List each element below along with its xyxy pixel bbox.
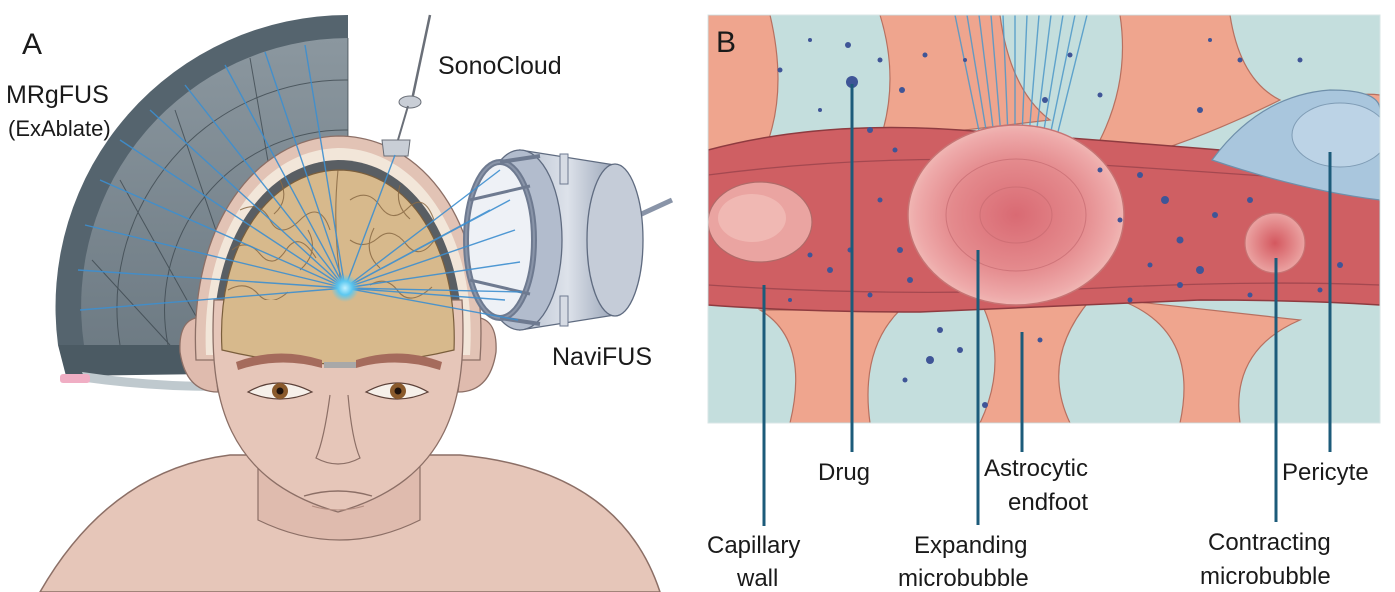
drug-particle [1137,172,1143,178]
blood-brain-barrier-illustration [708,15,1388,423]
helmet-pad-icon [60,374,90,383]
astrocytic-endfoot-label: Astrocytic [984,455,1088,482]
drug-particle [1161,196,1169,204]
navifus-label: NaviFUS [552,343,652,371]
panel-a-letter: A [22,28,42,61]
capillary-wall-label: Capillary [707,532,800,559]
drug-particle [963,58,967,62]
drug-particle [868,293,873,298]
panel-b: B Capillary wall Drug Astrocytic endfoot… [707,15,1388,592]
drug-particle [1247,197,1253,203]
drug-particle [808,38,812,42]
drug-particle [878,198,883,203]
drug-particle [1238,58,1243,63]
drug-particle [907,277,913,283]
mrgfus-label: MRgFUS [6,81,109,109]
panel-a: A MRgFUS (ExAblate) SonoCloud NaviFUS [6,15,672,592]
drug-particle [1212,212,1218,218]
drug-particle [926,356,934,364]
drug-particle [1298,58,1303,63]
drug-particle [899,87,905,93]
expanding-microbubble [908,125,1124,305]
drug-particle [1196,266,1204,274]
drug-particle [1197,107,1203,113]
drug-particle [1177,237,1184,244]
contracting-microbubble-label: Contracting [1208,529,1331,556]
drug-particle [808,253,813,258]
contracting-microbubble-label-line2: microbubble [1200,563,1331,590]
capillary-wall-label-line2: wall [736,565,778,592]
drug-particle [1098,93,1103,98]
drug-particle [903,378,908,383]
drug-particle [1098,168,1103,173]
drug-particle [1038,338,1043,343]
drug-particle [1148,263,1153,268]
panel-b-letter: B [716,26,736,59]
drug-particle [818,108,822,112]
drug-particle [1068,53,1073,58]
drug-particle [1118,218,1123,223]
drug-particle [1128,298,1133,303]
drug-particle [937,327,943,333]
drug-particle [1337,262,1343,268]
sonocloud-device [382,15,430,156]
drug-particle [778,68,783,73]
drug-particle [1318,288,1323,293]
drug-particle [897,247,903,253]
drug-particle [1248,293,1253,298]
drug-particle [982,402,988,408]
pericyte-label: Pericyte [1282,459,1369,486]
drug-particle [957,347,963,353]
drug-particle [893,148,898,153]
focal-spot [331,274,359,302]
drug-particle [878,58,883,63]
drug-particle [1042,97,1048,103]
astrocytic-endfoot-label-line2: endfoot [1008,489,1088,516]
drug-particle [1208,38,1212,42]
drug-particle [845,42,851,48]
expanding-microbubble-label-line2: microbubble [898,565,1029,592]
navifus-transducer [466,150,672,330]
drug-particle [788,298,792,302]
drug-particle [867,127,873,133]
drug-particle [827,267,833,273]
drug-particle [923,53,928,58]
expanding-microbubble-label: Expanding [914,532,1027,559]
drug-particle [1177,282,1183,288]
drug-label: Drug [818,459,870,486]
exablate-label: (ExAblate) [8,116,111,141]
sonocloud-label: SonoCloud [438,52,562,80]
